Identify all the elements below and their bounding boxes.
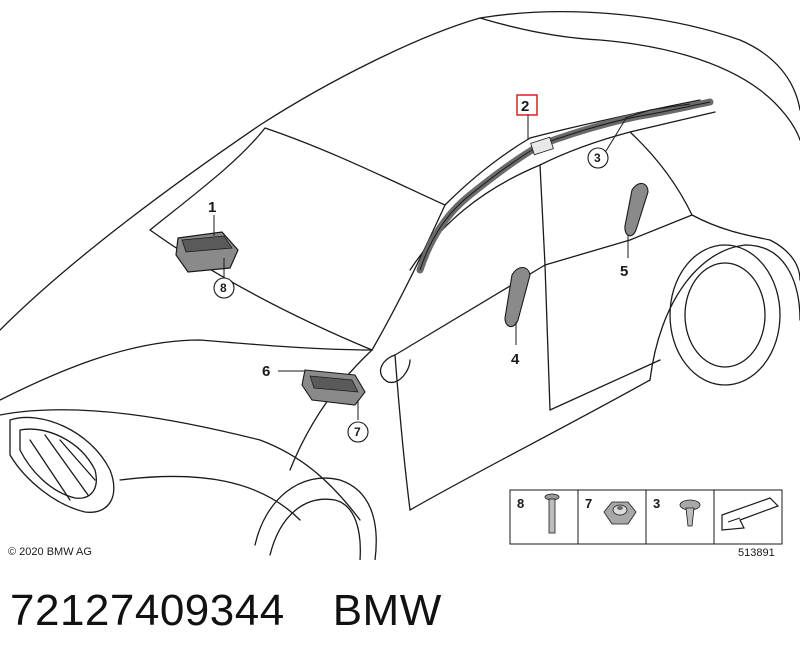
arrow-icon [721, 497, 780, 531]
callout-3-circle [587, 147, 609, 169]
callout-5: 5 [620, 263, 628, 280]
caption: 72127409344 BMW [10, 586, 790, 646]
part-curtain-airbag [416, 98, 714, 274]
brand-name: BMW [332, 586, 442, 635]
car-outline [0, 11, 800, 560]
copyright: © 2020 BMW AG [8, 546, 92, 558]
bolt-icon [544, 493, 560, 534]
part-number: 72127409344 [10, 586, 285, 635]
legend-number-7: 7 [585, 496, 592, 511]
legend-number-3: 3 [653, 496, 660, 511]
part-passenger-airbag [175, 215, 239, 278]
reference-number: 513891 [738, 547, 775, 559]
part-knee-airbag [278, 369, 366, 420]
airbag-parts-diagram: 1 2 3 4 5 6 7 8 © 2020 BMW AG 8 7 3 [0, 11, 800, 560]
callout-2: 2 [521, 98, 529, 115]
callout-8-circle [213, 277, 235, 299]
callout-3: 3 [594, 151, 601, 165]
part-side-airbag-front [504, 266, 531, 345]
screw-icon [679, 499, 701, 527]
callout-2-highlight [516, 94, 538, 116]
callout-4: 4 [511, 351, 520, 368]
legend-number-8: 8 [517, 496, 524, 511]
callout-1: 1 [208, 199, 216, 216]
callout-6: 6 [262, 363, 270, 380]
callout-8: 8 [220, 281, 227, 295]
callout-7: 7 [354, 425, 361, 439]
callout-7-circle [347, 421, 369, 443]
fastener-legend: 8 7 3 [509, 489, 783, 545]
part-side-airbag-rear [624, 182, 649, 258]
hex-nut-icon [603, 501, 637, 525]
